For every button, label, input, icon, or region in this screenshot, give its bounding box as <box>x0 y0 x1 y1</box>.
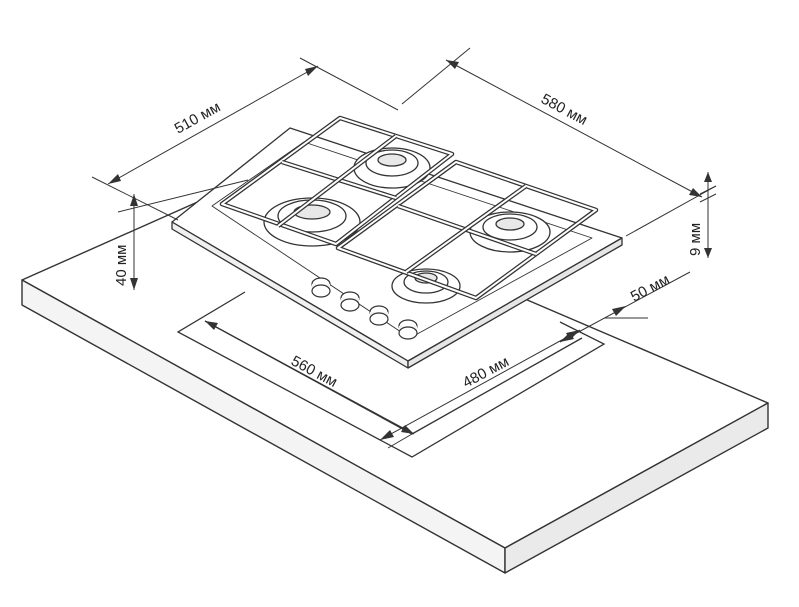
control-knob-2 <box>340 291 360 312</box>
arrow-560-b <box>401 425 414 434</box>
dimension-arrowheads <box>108 60 712 440</box>
dim-580-line <box>445 59 703 198</box>
dim-510-extension-b <box>299 57 399 111</box>
label-50: 50 мм <box>628 271 673 305</box>
arrow-40-a <box>130 194 138 206</box>
dim-510-line <box>107 65 319 185</box>
burner-back-right <box>469 211 551 253</box>
dim-480-line <box>379 329 581 441</box>
arrow-50-b <box>612 306 626 316</box>
arrow-9-a <box>704 172 712 182</box>
arrow-9-b <box>704 248 712 258</box>
arrow-510-a <box>108 174 121 184</box>
dim-560-extension <box>387 433 413 449</box>
cutout-inner-right <box>411 337 583 435</box>
arrow-580-b <box>689 188 702 197</box>
label-40: 40 мм <box>113 245 130 286</box>
arrow-560-a <box>205 321 218 330</box>
pan-support-left <box>219 115 455 247</box>
burner-front-left <box>263 197 361 247</box>
arrow-510-b <box>305 66 318 76</box>
worktop <box>21 179 769 574</box>
arrow-50-a <box>560 332 574 342</box>
burner-front-right <box>391 268 461 304</box>
control-knob-3 <box>369 305 389 326</box>
dimension-lines <box>91 47 717 449</box>
control-knob-4 <box>398 319 418 340</box>
cutout-outline <box>176 291 606 458</box>
dim-580-extension-b <box>625 185 717 237</box>
control-knob-1 <box>311 277 331 298</box>
label-9: 9 мм <box>687 223 704 256</box>
arrow-40-b <box>130 278 138 290</box>
dim-560-line <box>204 320 415 435</box>
worktop-right-face <box>504 402 769 574</box>
dim-40-extension <box>117 179 249 213</box>
arrow-580-a <box>446 60 459 69</box>
dim-9-tick-b <box>699 193 717 203</box>
dim-9-tick-a <box>699 185 717 195</box>
gas-hob <box>171 115 623 369</box>
dim-580-extension-a <box>401 47 471 105</box>
arrow-480-a <box>380 430 394 440</box>
label-510: 510 мм <box>172 98 224 137</box>
hob-right-edge <box>407 237 623 369</box>
pan-support-right <box>335 159 599 301</box>
